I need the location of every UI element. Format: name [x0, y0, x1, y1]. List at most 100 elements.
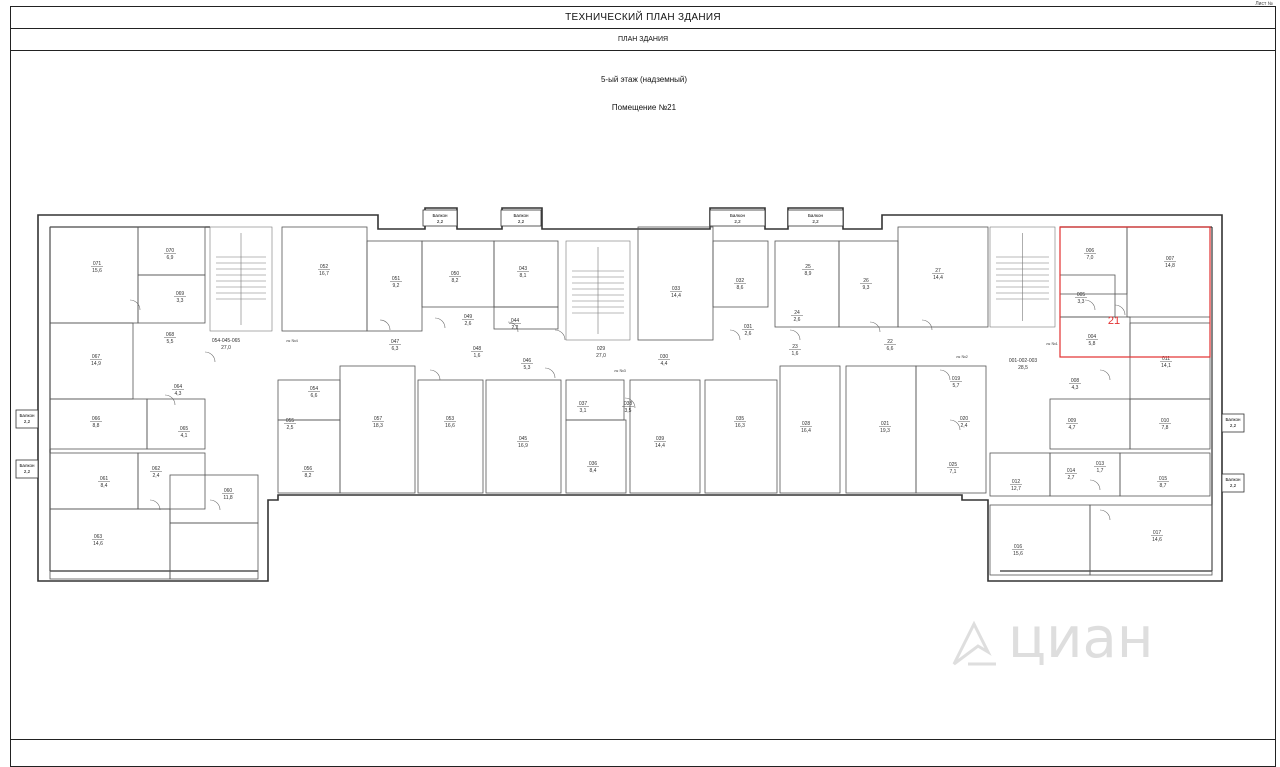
room-number: 017 [1153, 530, 1162, 536]
room-area: 7,0 [1087, 255, 1094, 261]
balcony-label: Балкон [730, 213, 746, 218]
corridor-number: 029 [597, 346, 606, 352]
watermark-text: циан [1008, 606, 1154, 671]
room-number: 030 [660, 354, 669, 360]
room-number: 007 [1166, 256, 1175, 262]
door-swing [129, 299, 141, 311]
door-swing [1099, 509, 1111, 521]
room-outline [1049, 398, 1131, 450]
room-area: 14,4 [671, 293, 681, 299]
balcony-area: 2,2 [1230, 483, 1237, 488]
room-outline [1129, 322, 1211, 400]
balcony-outline [787, 209, 844, 227]
room-outline [49, 452, 139, 510]
room-outline [1059, 274, 1116, 318]
room-number: 038 [624, 401, 633, 407]
room-outline [704, 379, 778, 494]
room-number: 055 [286, 418, 295, 424]
highlighted-premise [1059, 226, 1211, 358]
balcony-label: Балкон [19, 463, 35, 468]
room-number: 012 [1012, 479, 1021, 485]
room-area: 12,7 [1011, 486, 1021, 492]
room-area: 1,6 [792, 351, 799, 357]
room-outline [137, 274, 206, 324]
room-label: 226,6 [884, 339, 896, 352]
room-area: 16,4 [801, 428, 811, 434]
room-area: 14,6 [1152, 537, 1162, 543]
door-swing [544, 367, 556, 379]
room-outline [49, 226, 139, 324]
room-number: 25 [805, 264, 811, 270]
room-area: 6,6 [887, 346, 894, 352]
premise-label: Помещение №21 [611, 103, 677, 112]
stair-label: лк №2 [956, 354, 968, 359]
room-number: 032 [736, 278, 745, 284]
room-number: 051 [392, 276, 401, 282]
room-area: 3,1 [580, 408, 587, 414]
room-number: 008 [1071, 378, 1080, 384]
room-outline [779, 365, 841, 494]
room-area: 15,6 [1013, 551, 1023, 557]
room-number: 016 [1014, 544, 1023, 550]
room-number: 014 [1067, 468, 1076, 474]
door-swing [204, 351, 216, 363]
door-swing [949, 419, 961, 431]
room-number: 065 [180, 426, 189, 432]
balcony-label: Балкон [513, 213, 529, 218]
cian-logo-icon [952, 620, 996, 666]
balcony-outline [709, 209, 766, 227]
room-outline [1059, 226, 1128, 295]
room-area: 8,4 [590, 468, 597, 474]
balcony-outline [15, 459, 39, 479]
room-area: 14,9 [91, 361, 101, 367]
room-area: 2,6 [745, 331, 752, 337]
room-number: 049 [464, 314, 473, 320]
room-number: 013 [1096, 461, 1105, 467]
room-area: 2,2 [512, 325, 519, 331]
corridor-number: 001-002-003 [1009, 358, 1038, 364]
room-number: 063 [94, 534, 103, 540]
room-area: 2,4 [961, 423, 968, 429]
room-number: 046 [523, 358, 532, 364]
door-swing [379, 319, 391, 331]
room-area: 14,4 [655, 443, 665, 449]
room-area: 4,4 [661, 361, 668, 367]
room-outline [417, 379, 484, 494]
document-title: ТЕХНИЧЕСКИЙ ПЛАН ЗДАНИЯ [11, 7, 1275, 29]
balcony-outline [15, 409, 39, 429]
corridor-area: 28,5 [1018, 365, 1028, 371]
balcony-area: 2,2 [24, 419, 31, 424]
room-area: 2,7 [1068, 475, 1075, 481]
watermark: циан [948, 602, 1153, 682]
balcony-outline [500, 209, 542, 227]
balcony-outline [1221, 473, 1245, 493]
balcony-label: Балкон [808, 213, 824, 218]
room-number: 039 [656, 436, 665, 442]
door-swing [624, 397, 636, 409]
room-number: 043 [519, 266, 528, 272]
room-outline [629, 379, 701, 494]
